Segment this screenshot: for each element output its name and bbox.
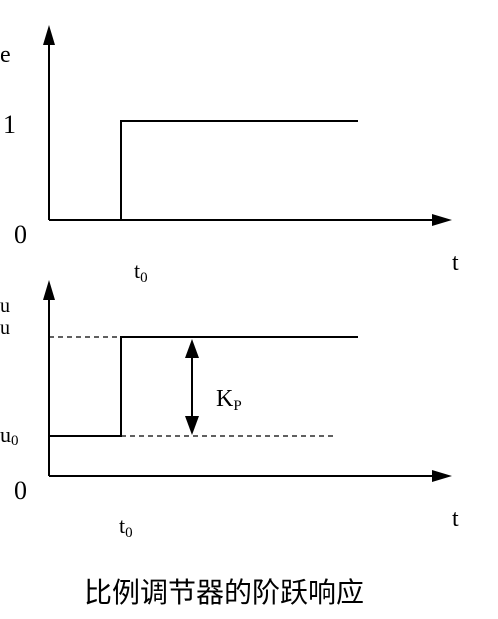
gain-label: KP [216, 386, 242, 414]
bottom-origin-label: 0 [14, 476, 27, 505]
lower-level-base: u [0, 422, 11, 447]
top-plot: e 1 0 t0 t [0, 25, 459, 286]
bottom-y-axis-label: u [0, 295, 10, 317]
lower-level-sub: 0 [11, 433, 19, 449]
gain-label-base: K [216, 386, 234, 412]
top-y-arrowhead [43, 25, 55, 45]
top-step-time-label: t0 [134, 258, 148, 286]
top-step-time-base: t [134, 258, 140, 283]
top-level-label: 1 [3, 110, 16, 139]
bottom-step-signal [49, 336, 358, 437]
lower-level-label: u0 [0, 422, 19, 449]
gain-label-sub: P [233, 398, 241, 414]
top-step-signal [49, 120, 358, 221]
top-step-time-sub: 0 [140, 270, 148, 286]
gain-arrow-head-down [185, 416, 199, 435]
figure-caption: 比例调节器的阶跃响应 [84, 576, 364, 609]
gain-arrow-head-up [185, 339, 199, 358]
bottom-plot: KP u u u0 0 t0 t [0, 280, 459, 541]
bottom-step-time-sub: 0 [125, 525, 133, 541]
bottom-step-time-label: t0 [119, 513, 133, 541]
top-y-axis-label: e [0, 42, 11, 68]
bottom-x-axis-label: t [452, 506, 459, 532]
bottom-x-arrowhead [432, 470, 452, 482]
bottom-step-time-base: t [119, 513, 125, 538]
upper-level-label: u [0, 317, 10, 339]
top-x-axis-label: t [452, 250, 459, 276]
top-origin-label: 0 [14, 220, 27, 249]
bottom-y-arrowhead [43, 280, 55, 300]
top-x-arrowhead [432, 214, 452, 226]
